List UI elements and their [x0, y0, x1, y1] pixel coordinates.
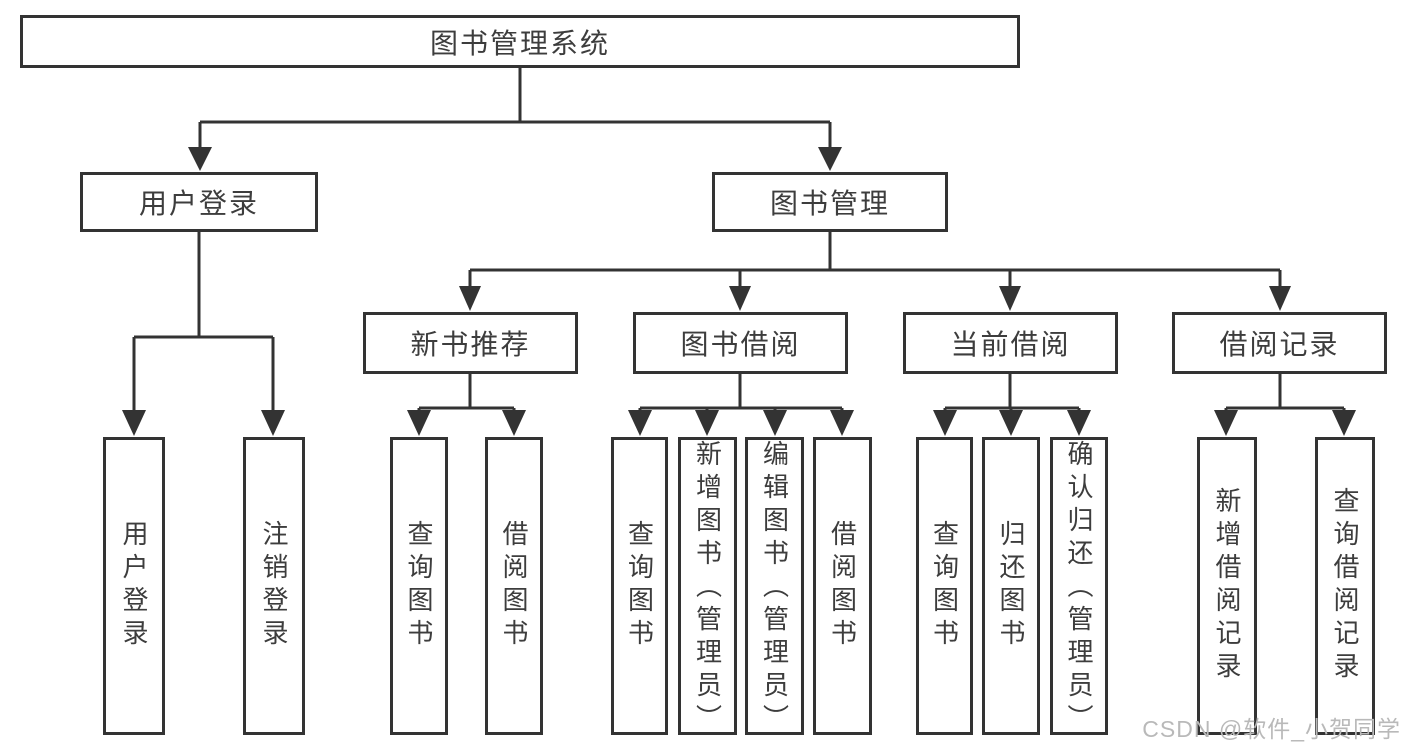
- node-label: 当前借阅: [950, 329, 1071, 360]
- node-label: 图书借阅: [680, 329, 801, 360]
- leaf-label: 查询借阅记录: [1330, 487, 1360, 685]
- leaf-edit-books-admin: 编辑图书（管理员）: [745, 437, 804, 737]
- leaf-add-books-admin: 新增图书（管理员）: [678, 437, 737, 737]
- node-borrow-record: 借阅记录: [1172, 312, 1387, 374]
- leaf-borrow-books: 借阅图书: [813, 437, 872, 735]
- connector-new-book-to-leaves: [407, 374, 526, 436]
- node-book-borrow: 图书借阅: [633, 312, 848, 374]
- node-label: 图书管理: [769, 188, 890, 219]
- connector-current-borrow-to-leaves: [933, 374, 1091, 436]
- connector-borrow-record-to-leaves: [1214, 374, 1356, 436]
- leaf-query-books-borrow: 查询图书: [611, 437, 668, 735]
- csdn-watermark: CSDN @软件_小贺同学: [1142, 716, 1401, 742]
- node-label: 用户登录: [138, 188, 259, 219]
- leaf-label: 查询图书: [929, 520, 960, 652]
- leaf-label: 借阅图书: [827, 520, 858, 652]
- leaf-label: 查询图书: [624, 520, 655, 652]
- node-label: 新书推荐: [410, 329, 531, 360]
- leaf-user-login: 用户登录: [103, 437, 165, 735]
- leaf-logout: 注销登录: [243, 437, 305, 735]
- leaf-borrow-books-recommend: 借阅图书: [485, 437, 543, 735]
- leaf-add-borrow-record: 新增借阅记录: [1197, 437, 1257, 735]
- node-library-management-system: 图书管理系统: [20, 15, 1020, 68]
- leaf-label: 新增借阅记录: [1212, 487, 1242, 685]
- leaf-label: 确认归还（管理员）: [1064, 440, 1094, 737]
- connector-book-borrow-to-leaves: [628, 374, 854, 436]
- leaf-label: 借阅图书: [499, 520, 529, 652]
- leaf-query-books-current: 查询图书: [916, 437, 973, 735]
- node-new-book-recommend: 新书推荐: [363, 312, 578, 374]
- node-book-management: 图书管理: [712, 172, 948, 232]
- leaf-label: 用户登录: [119, 520, 149, 652]
- connector-root-to-level2: [188, 68, 842, 171]
- leaf-label: 查询图书: [404, 520, 434, 652]
- leaf-return-books: 归还图书: [982, 437, 1040, 735]
- leaf-label: 新增图书（管理员）: [692, 440, 723, 737]
- connector-book-management-to-level3: [459, 232, 1291, 311]
- connector-user-login-to-leaves: [122, 232, 285, 436]
- leaf-label: 注销登录: [259, 520, 289, 652]
- node-user-login: 用户登录: [80, 172, 318, 232]
- leaf-query-books-recommend: 查询图书: [390, 437, 448, 735]
- node-label: 图书管理系统: [429, 27, 610, 59]
- leaf-label: 归还图书: [996, 520, 1026, 652]
- node-current-borrow: 当前借阅: [903, 312, 1118, 374]
- leaf-query-borrow-record: 查询借阅记录: [1315, 437, 1375, 735]
- node-label: 借阅记录: [1219, 329, 1340, 360]
- leaf-label: 编辑图书（管理员）: [759, 440, 790, 737]
- leaf-confirm-return-admin: 确认归还（管理员）: [1050, 437, 1108, 737]
